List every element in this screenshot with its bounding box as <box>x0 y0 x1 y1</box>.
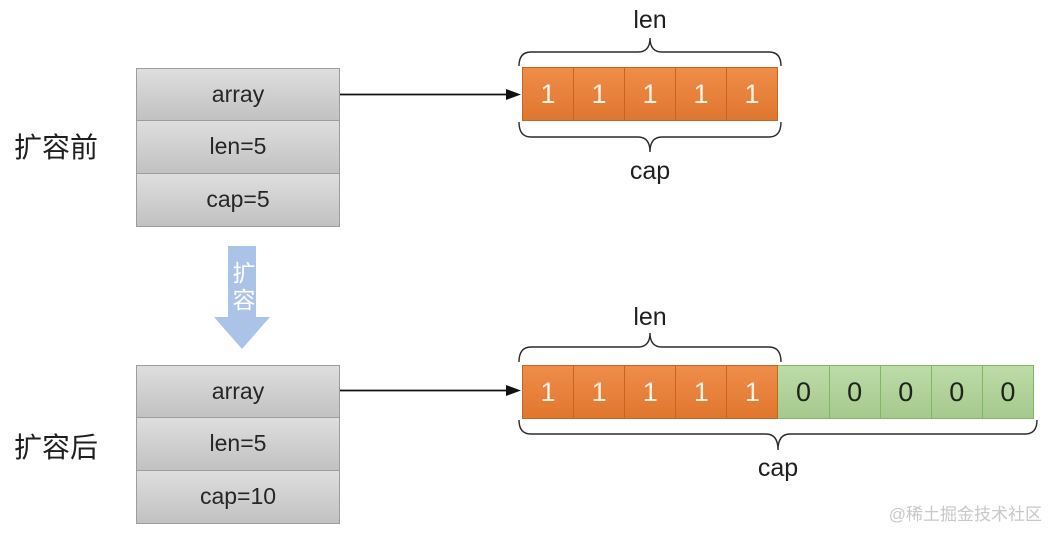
before-len-brace-icon <box>518 37 782 67</box>
array-cell: 1 <box>522 365 575 419</box>
after-array: 1 1 1 1 1 0 0 0 0 0 <box>522 365 1034 419</box>
after-stage-label: 扩容后 <box>14 432 99 463</box>
after-len-brace-icon <box>518 332 782 363</box>
after-struct-len-field: len=5 <box>136 418 340 471</box>
before-len-label: len <box>633 6 667 34</box>
after-struct-cap-field: cap=10 <box>136 471 340 524</box>
before-array: 1 1 1 1 1 <box>522 67 778 121</box>
before-pointer-arrowhead-icon <box>506 89 521 100</box>
array-cell: 1 <box>676 365 728 419</box>
grow-down-arrow-icon <box>214 246 270 349</box>
array-cell: 0 <box>778 365 830 419</box>
after-cap-brace-icon <box>518 419 1038 451</box>
array-cell: 1 <box>625 365 677 419</box>
array-cell: 0 <box>982 365 1034 419</box>
after-struct-array-field: array <box>136 365 340 418</box>
array-cell: 1 <box>574 365 626 419</box>
array-cell: 1 <box>574 67 625 121</box>
array-cell: 1 <box>522 67 574 121</box>
array-cell: 1 <box>727 67 778 121</box>
before-cap-brace-icon <box>518 121 782 153</box>
array-cell: 1 <box>625 67 676 121</box>
after-pointer-arrowhead-icon <box>506 385 521 396</box>
grow-arrow-label: 扩容 <box>229 261 255 315</box>
after-cap-label: cap <box>757 454 799 482</box>
after-len-label: len <box>633 303 667 331</box>
before-struct-len-field: len=5 <box>136 121 340 174</box>
array-cell: 1 <box>727 365 779 419</box>
after-slice-struct: array len=5 cap=10 <box>136 365 340 524</box>
array-cell: 0 <box>880 365 932 419</box>
before-stage-label: 扩容前 <box>14 132 99 163</box>
before-struct-cap-field: cap=5 <box>136 174 340 227</box>
array-cell: 0 <box>931 365 983 419</box>
before-cap-label: cap <box>629 157 671 185</box>
watermark: @稀土掘金技术社区 <box>888 505 1042 524</box>
before-struct-array-field: array <box>136 68 340 121</box>
array-cell: 1 <box>676 67 727 121</box>
before-slice-struct: array len=5 cap=5 <box>136 68 340 227</box>
array-cell: 0 <box>829 365 881 419</box>
